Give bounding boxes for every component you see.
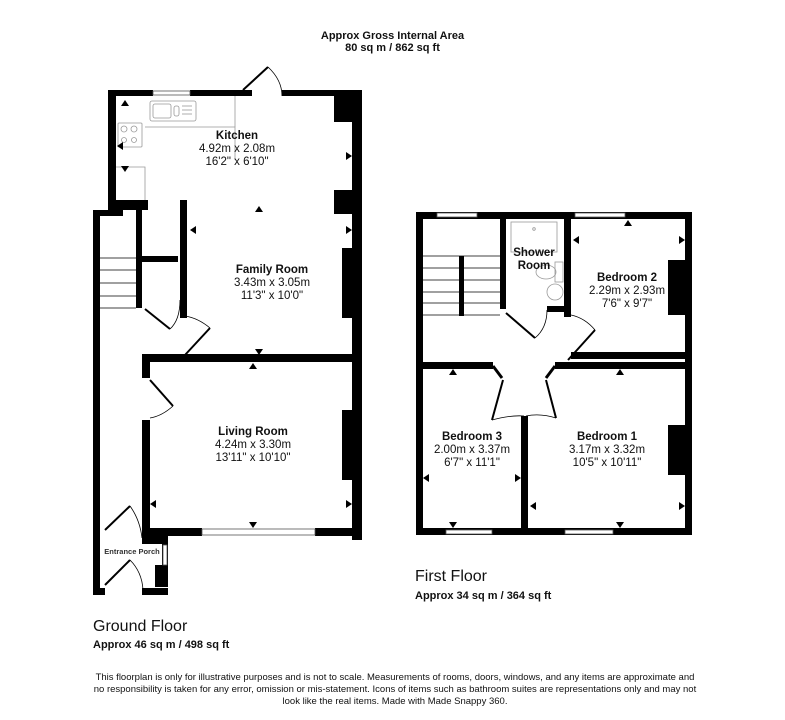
room-imperial: 11'3" x 10'0": [240, 290, 304, 302]
room-metric: 2.00m x 3.37m: [433, 444, 511, 456]
ground-floor-area: Approx 46 sq m / 498 sq ft: [93, 639, 230, 651]
room-family-room: Family Room 3.43m x 3.05m 11'3" x 10'0": [234, 264, 310, 303]
gross-area-value: 80 sq m / 862 sq ft: [345, 42, 440, 54]
room-bedroom-2: Bedroom 2 2.29m x 2.93m 7'6" x 9'7": [589, 272, 665, 311]
room-metric: 4.24m x 3.30m: [214, 439, 292, 451]
room-living-room: Living Room 4.24m x 3.30m 13'11" x 10'10…: [215, 426, 291, 465]
room-kitchen: Kitchen 4.92m x 2.08m 16'2" x 6'10": [199, 130, 275, 169]
room-metric: 3.43m x 3.05m: [233, 277, 311, 289]
room-name-line1: Shower: [513, 247, 555, 259]
first-floor-area: Approx 34 sq m / 364 sq ft: [415, 590, 552, 602]
room-name: Family Room: [235, 264, 309, 276]
measurement-markers: [117, 100, 685, 528]
room-imperial: 10'5" x 10'11": [572, 457, 642, 469]
room-imperial: 16'2" x 6'10": [205, 156, 269, 168]
room-name: Kitchen: [215, 130, 259, 142]
room-name: Bedroom 2: [596, 272, 658, 284]
room-metric: 4.92m x 2.08m: [198, 143, 276, 155]
ground-floor-plan: [93, 90, 362, 595]
gross-area-header: Approx Gross Internal Area 80 sq m / 862…: [0, 30, 785, 54]
room-shower-room: Shower Room: [513, 247, 555, 273]
room-metric: 2.29m x 2.93m: [588, 285, 666, 297]
disclaimer-text: This floorplan is only for illustrative …: [93, 672, 697, 707]
room-name: Entrance Porch: [104, 547, 160, 556]
gross-area-title: Approx Gross Internal Area: [320, 30, 465, 42]
room-imperial: 7'6" x 9'7": [601, 298, 653, 310]
room-bedroom-1: Bedroom 1 3.17m x 3.32m 10'5" x 10'11": [569, 431, 645, 470]
first-floor-title: First Floor: [415, 568, 487, 585]
room-imperial: 13'11" x 10'10": [215, 452, 291, 464]
room-name: Bedroom 1: [576, 431, 638, 443]
room-entrance-porch: Entrance Porch: [104, 545, 159, 558]
room-metric: 3.17m x 3.32m: [568, 444, 646, 456]
ground-floor-title: Ground Floor: [93, 618, 188, 635]
room-imperial: 6'7" x 11'1": [444, 457, 500, 469]
room-name: Bedroom 3: [441, 431, 503, 443]
room-name: Living Room: [218, 426, 288, 438]
room-name-line2: Room: [517, 260, 551, 272]
room-bedroom-3: Bedroom 3 2.00m x 3.37m 6'7" x 11'1": [434, 431, 510, 470]
